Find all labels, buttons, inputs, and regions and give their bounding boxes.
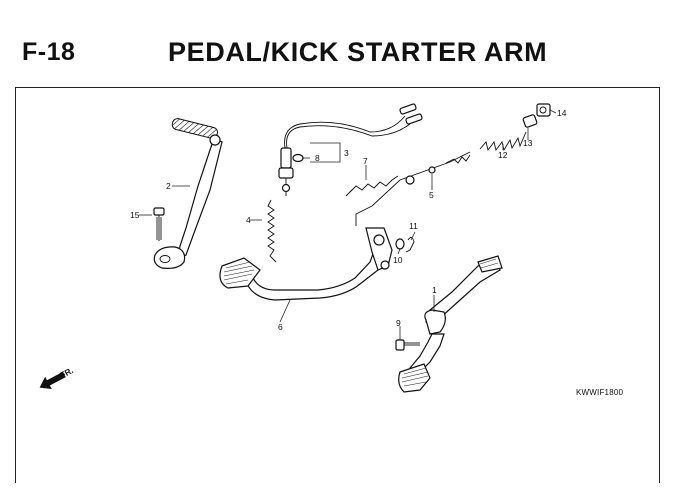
callout-8: 8	[315, 153, 320, 163]
callout-7: 7	[363, 156, 368, 166]
main-stand-1	[398, 255, 503, 393]
callout-10: 10	[393, 255, 403, 265]
callout-14: 14	[557, 108, 567, 118]
callout-9: 9	[396, 318, 401, 328]
callout-13: 13	[523, 138, 533, 148]
bolt-9	[395, 339, 420, 351]
callout-5: 5	[429, 190, 434, 200]
callout-15: 15	[130, 210, 140, 220]
arrow-left-down-icon	[39, 371, 66, 390]
kick-starter-arm	[153, 118, 223, 269]
nut-14	[536, 103, 551, 117]
bolt-15	[153, 207, 165, 241]
diagram-ref-code: KWWIF1800	[576, 388, 624, 397]
page-code: F-18	[22, 38, 76, 66]
spring-link-7	[345, 175, 399, 197]
callout-2: 2	[166, 181, 171, 191]
callout-4: 4	[246, 215, 251, 225]
brake-pedal-6	[219, 227, 393, 301]
page-title: PEDAL/KICK STARTER ARM	[168, 37, 548, 67]
washer-10	[395, 238, 405, 250]
collar-13	[522, 114, 538, 128]
callout-numbers: 1 2 3 4 5 6 7 8 9 10 11 12 13 14 15	[130, 108, 567, 332]
brake-switch-cable	[278, 103, 423, 196]
callout-6: 6	[278, 322, 283, 332]
cotter-pin-11	[405, 237, 415, 253]
callout-12: 12	[498, 150, 508, 160]
front-label: FR.	[58, 365, 75, 380]
front-indicator: FR.	[39, 365, 75, 390]
brake-rod-5	[355, 151, 471, 226]
callout-1: 1	[432, 285, 437, 295]
return-spring-4	[267, 199, 277, 263]
callout-3: 3	[344, 148, 349, 158]
leader-lines	[139, 109, 557, 340]
callout-11: 11	[409, 221, 418, 231]
diagram-frame	[15, 87, 660, 483]
clip-8	[292, 153, 304, 163]
